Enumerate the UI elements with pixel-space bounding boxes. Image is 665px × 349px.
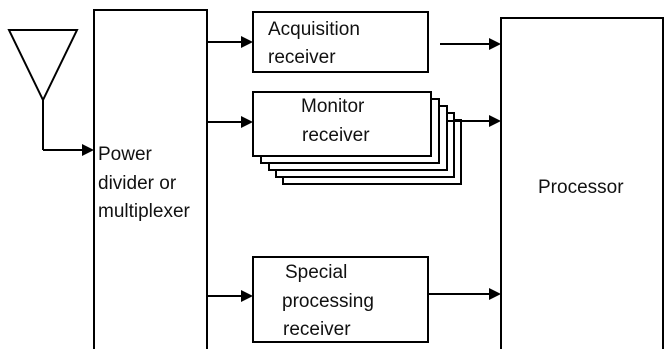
processor-label: Processor — [538, 177, 624, 198]
monitor-to-processor-arrow — [448, 115, 501, 127]
special-processing-receiver-block: Special processing receiver — [252, 256, 429, 343]
acquisition-receiver-label-line-1: Acquisition — [268, 19, 360, 40]
power-divider-label-line-2: divider or — [98, 173, 177, 194]
antenna-icon — [7, 29, 94, 156]
power-divider-label-line-3: multiplexer — [98, 201, 191, 222]
special-processing-receiver-label-line-1: Special — [285, 262, 347, 283]
power-divider-box — [93, 9, 208, 349]
monitor-receiver-label-line-1: Monitor — [301, 96, 365, 117]
monitor-receiver-label-line-2: receiver — [302, 125, 370, 146]
divider-to-monitor-arrow — [207, 116, 253, 128]
special-processing-receiver-box — [252, 256, 429, 343]
acquisition-receiver-box — [252, 11, 429, 73]
power-divider-label-line-1: Power — [98, 144, 153, 165]
monitor-receiver-box — [252, 91, 432, 157]
processor-block: Processor — [500, 17, 664, 349]
acquisition-receiver-label-line-2: receiver — [268, 47, 336, 68]
acquisition-to-processor-arrow — [440, 38, 501, 50]
divider-to-acquisition-arrow — [207, 36, 253, 48]
antenna-triangle — [7, 29, 79, 103]
processor-box — [500, 17, 664, 349]
special-to-processor-arrow — [428, 288, 501, 300]
antenna-to-divider-arrowhead — [82, 144, 94, 156]
divider-to-special-arrow — [207, 290, 253, 302]
power-divider-block: Power divider or multiplexer — [93, 9, 208, 349]
monitor-receiver-stack: Monitor receiver — [252, 91, 462, 185]
special-processing-receiver-label-line-2: processing — [282, 291, 374, 312]
special-processing-receiver-label-line-3: receiver — [283, 319, 351, 340]
acquisition-receiver-block: Acquisition receiver — [252, 11, 429, 73]
